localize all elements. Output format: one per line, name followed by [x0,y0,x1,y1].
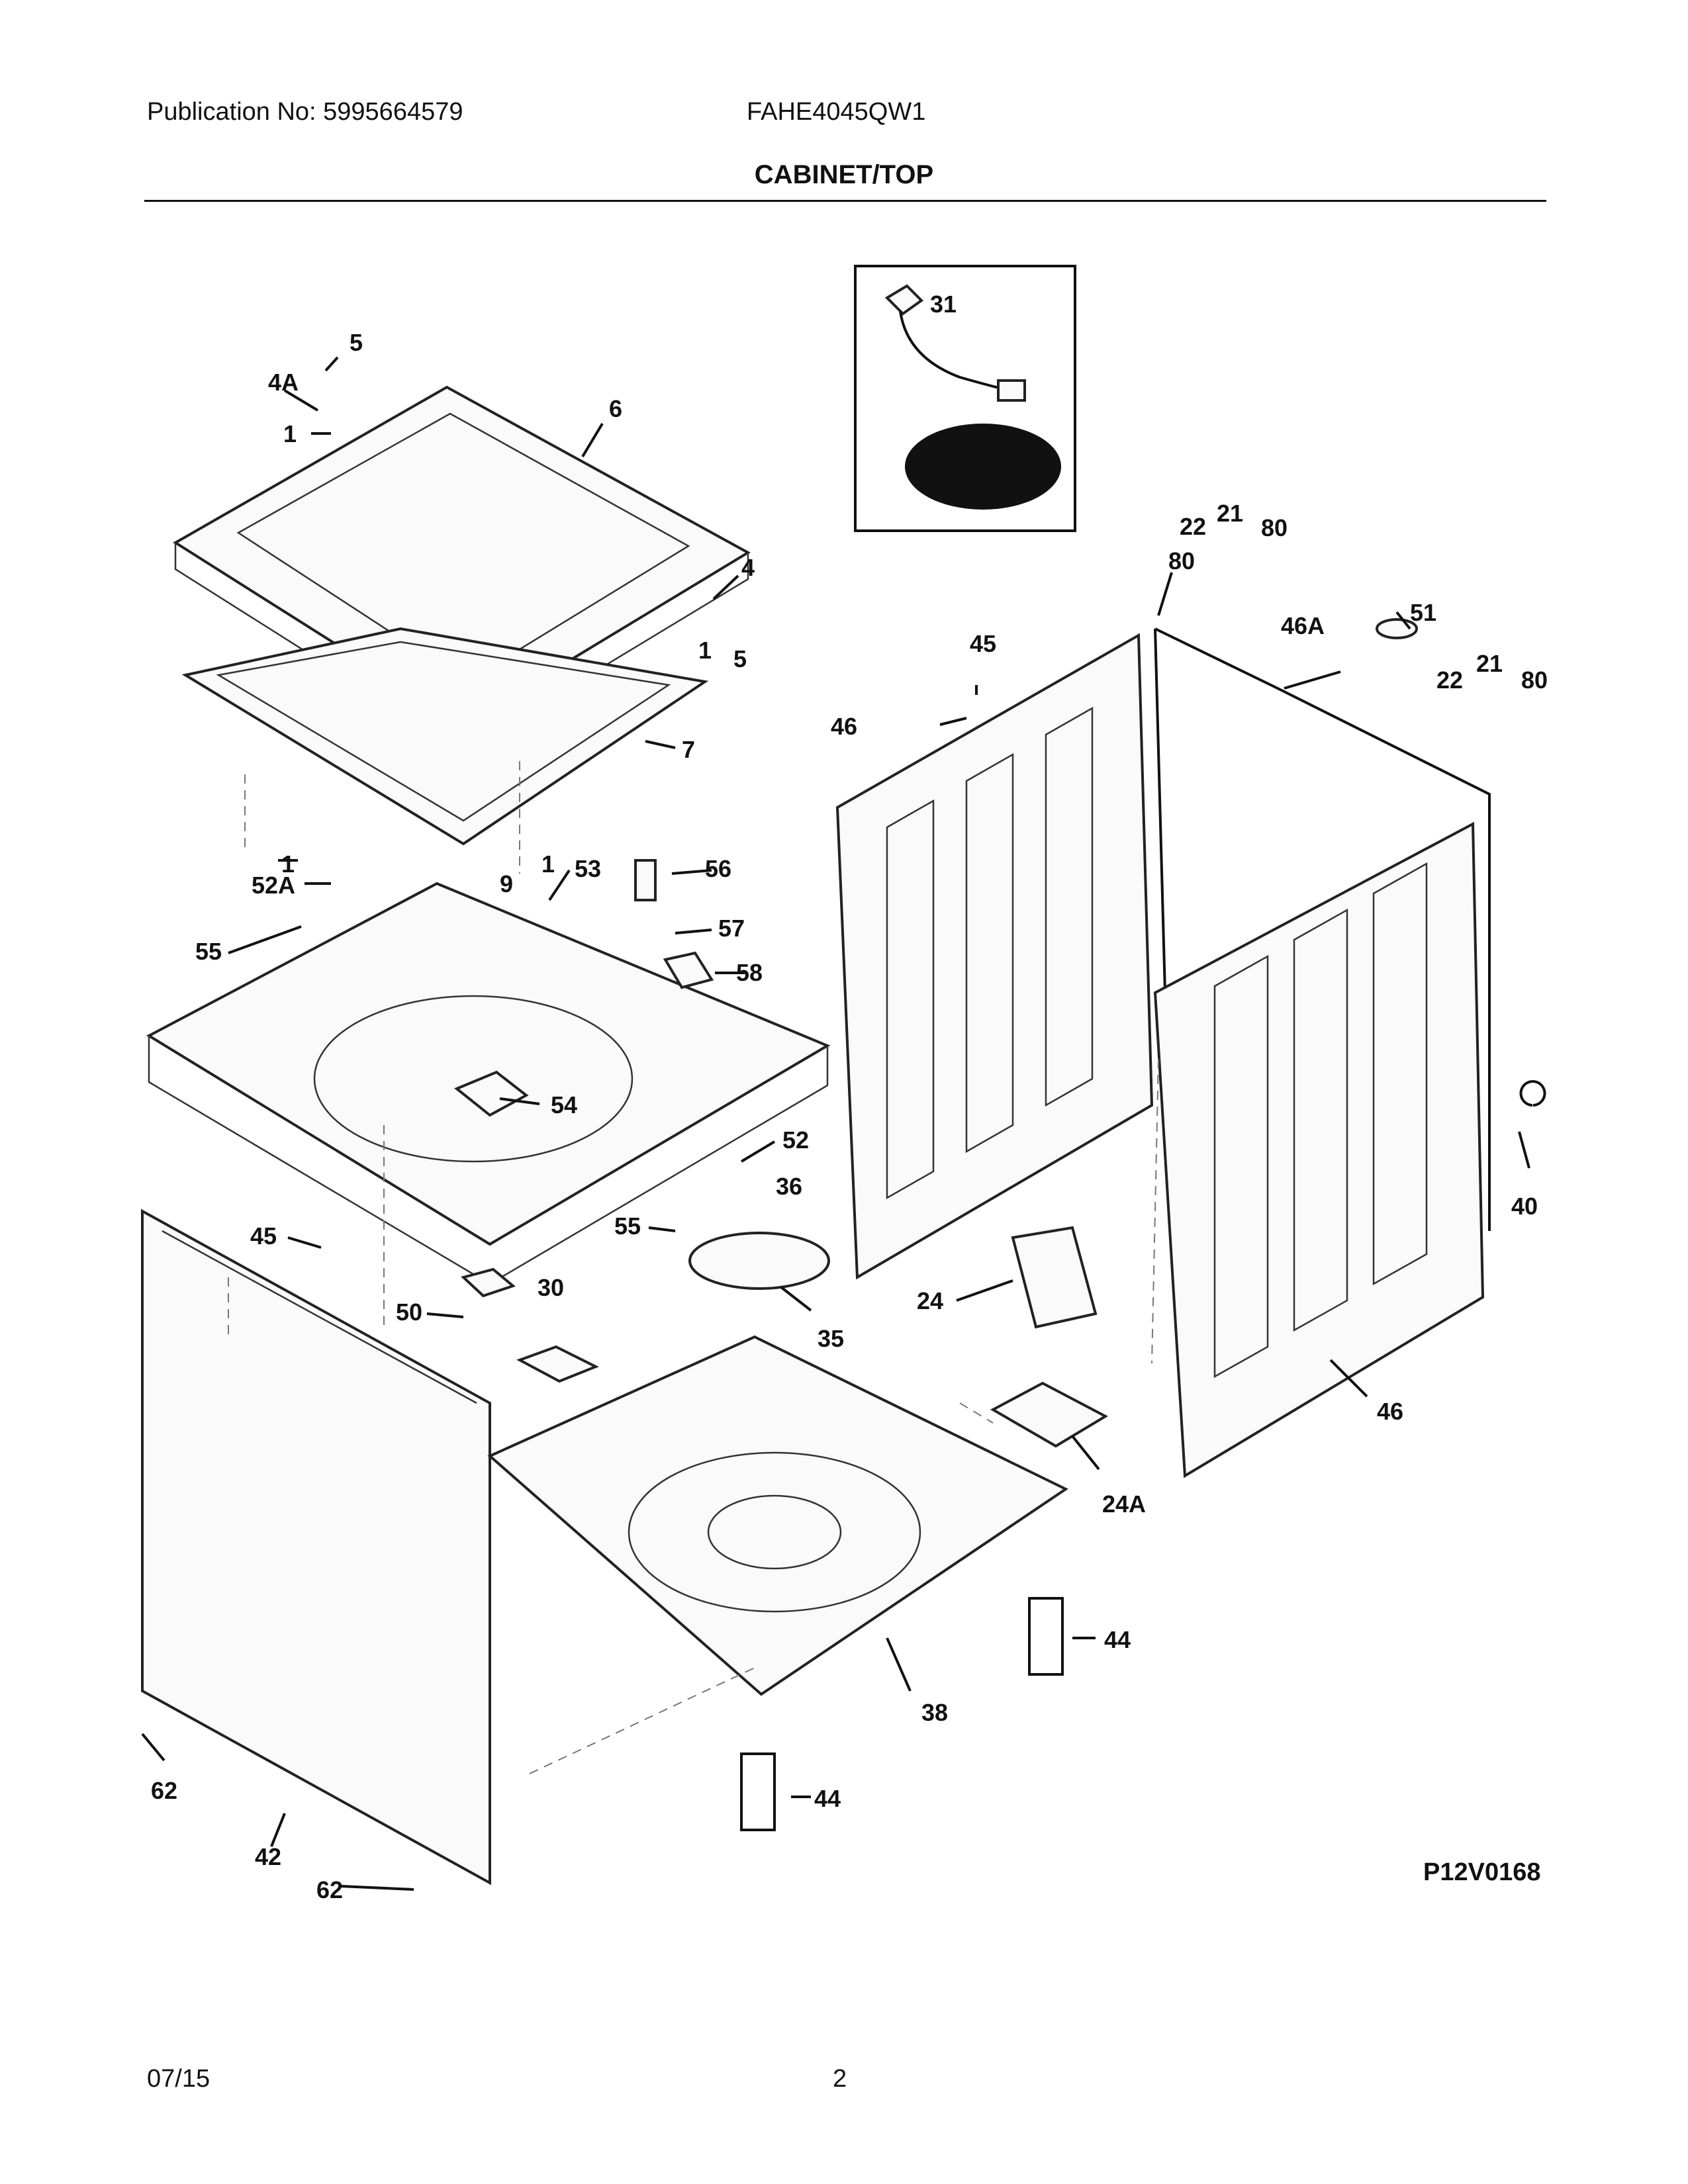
assembly-guides [228,761,1159,1774]
callout-38: 38 [921,1699,948,1726]
callout-24: 24 [917,1287,943,1314]
callout-24A: 24A [1102,1490,1146,1518]
rear-panel-right-part [1153,821,1485,1479]
power-cord-wire [899,310,1013,392]
lid-frame-part [181,627,709,846]
callout-62-left: 62 [151,1777,177,1804]
callout-35: 35 [818,1325,844,1352]
page-title: CABINET/TOP [754,160,934,189]
callout-56: 56 [705,855,731,882]
callout-1-top: 1 [283,420,297,447]
callout-5-right: 5 [733,645,747,672]
dispenser-54-icon [454,1070,529,1117]
callout-5-top: 5 [350,329,363,356]
page-number: 2 [833,2065,847,2093]
callout-7: 7 [682,736,695,763]
callout-42: 42 [255,1843,281,1870]
callout-4A: 4A [268,369,299,396]
callout-1-left: 1 [281,850,295,878]
callout-1-right: 1 [698,637,712,664]
callout-40: 40 [1511,1193,1538,1220]
power-cord-inset [854,265,1076,532]
callout-53: 53 [575,855,601,882]
callout-50: 50 [396,1298,422,1326]
cord-connector-icon [997,379,1026,402]
callout-80-right: 80 [1521,666,1548,694]
callout-80-top-right: 80 [1261,514,1288,541]
callout-46-left: 46 [831,713,857,740]
small-parts [460,618,1546,1831]
callout-30: 30 [538,1274,564,1301]
leader-lines [141,356,1530,1891]
callout-46A: 46A [1281,612,1325,639]
lock-58-icon [663,951,714,989]
switch-56-icon [634,859,657,901]
callout-44-bottom: 44 [814,1785,841,1812]
callout-57: 57 [718,915,745,942]
base-pan-part [487,1335,1068,1696]
module-24-icon [1011,1226,1098,1329]
leveling-leg-44b-box [740,1752,776,1831]
block-30-icon [516,1345,599,1383]
power-plug-icon [884,284,924,316]
cabinet-shell-part [1154,627,1491,1231]
callout-52A: 52A [252,872,295,899]
callout-36: 36 [776,1173,802,1200]
callout-44-right: 44 [1104,1626,1131,1653]
model-number: FAHE4045QW1 [747,98,926,126]
power-cord-coil-icon [905,424,1061,510]
figure-code: P12V0168 [1423,1858,1541,1886]
callout-54: 54 [551,1091,577,1118]
hinge-50-icon [460,1267,516,1298]
callout-51: 51 [1410,599,1436,626]
callout-6: 6 [609,395,622,422]
callout-52: 52 [782,1126,809,1154]
tub-opening [313,995,633,1163]
bracket-24A-icon [990,1381,1109,1448]
callout-45-top: 45 [970,630,996,657]
callout-labels: 5 4A 1 6 4 1 5 7 1 9 1 52A 53 56 55 57 5… [151,291,1548,1903]
callout-9: 9 [500,870,513,897]
ring-35-icon [688,1232,830,1290]
header-divider [144,200,1546,202]
publication-number: Publication No: 5995664579 [147,98,463,126]
callout-21-right: 21 [1476,650,1503,677]
callout-1-mid: 1 [541,850,555,878]
callout-22-top: 22 [1180,513,1206,540]
callout-31: 31 [930,291,957,318]
callout-46-right: 46 [1377,1398,1403,1425]
clip-40-icon [1519,1080,1546,1107]
callout-55-left: 55 [195,938,222,965]
publication-date: 07/15 [147,2065,211,2093]
callout-21-top: 21 [1217,500,1243,527]
callout-55-mid: 55 [614,1212,641,1240]
inset-frame [854,265,1076,532]
callout-22-right: 22 [1436,666,1463,694]
callout-58: 58 [736,959,763,986]
callout-62-bottom: 62 [316,1876,343,1903]
callout-45-left: 45 [250,1222,277,1250]
callout-4: 4 [741,554,755,581]
leveling-leg-44a-box [1028,1597,1064,1676]
callout-80-top-left: 80 [1168,547,1195,574]
front-panel-part [141,1208,491,1886]
rear-panel-left-part [835,633,1154,1280]
